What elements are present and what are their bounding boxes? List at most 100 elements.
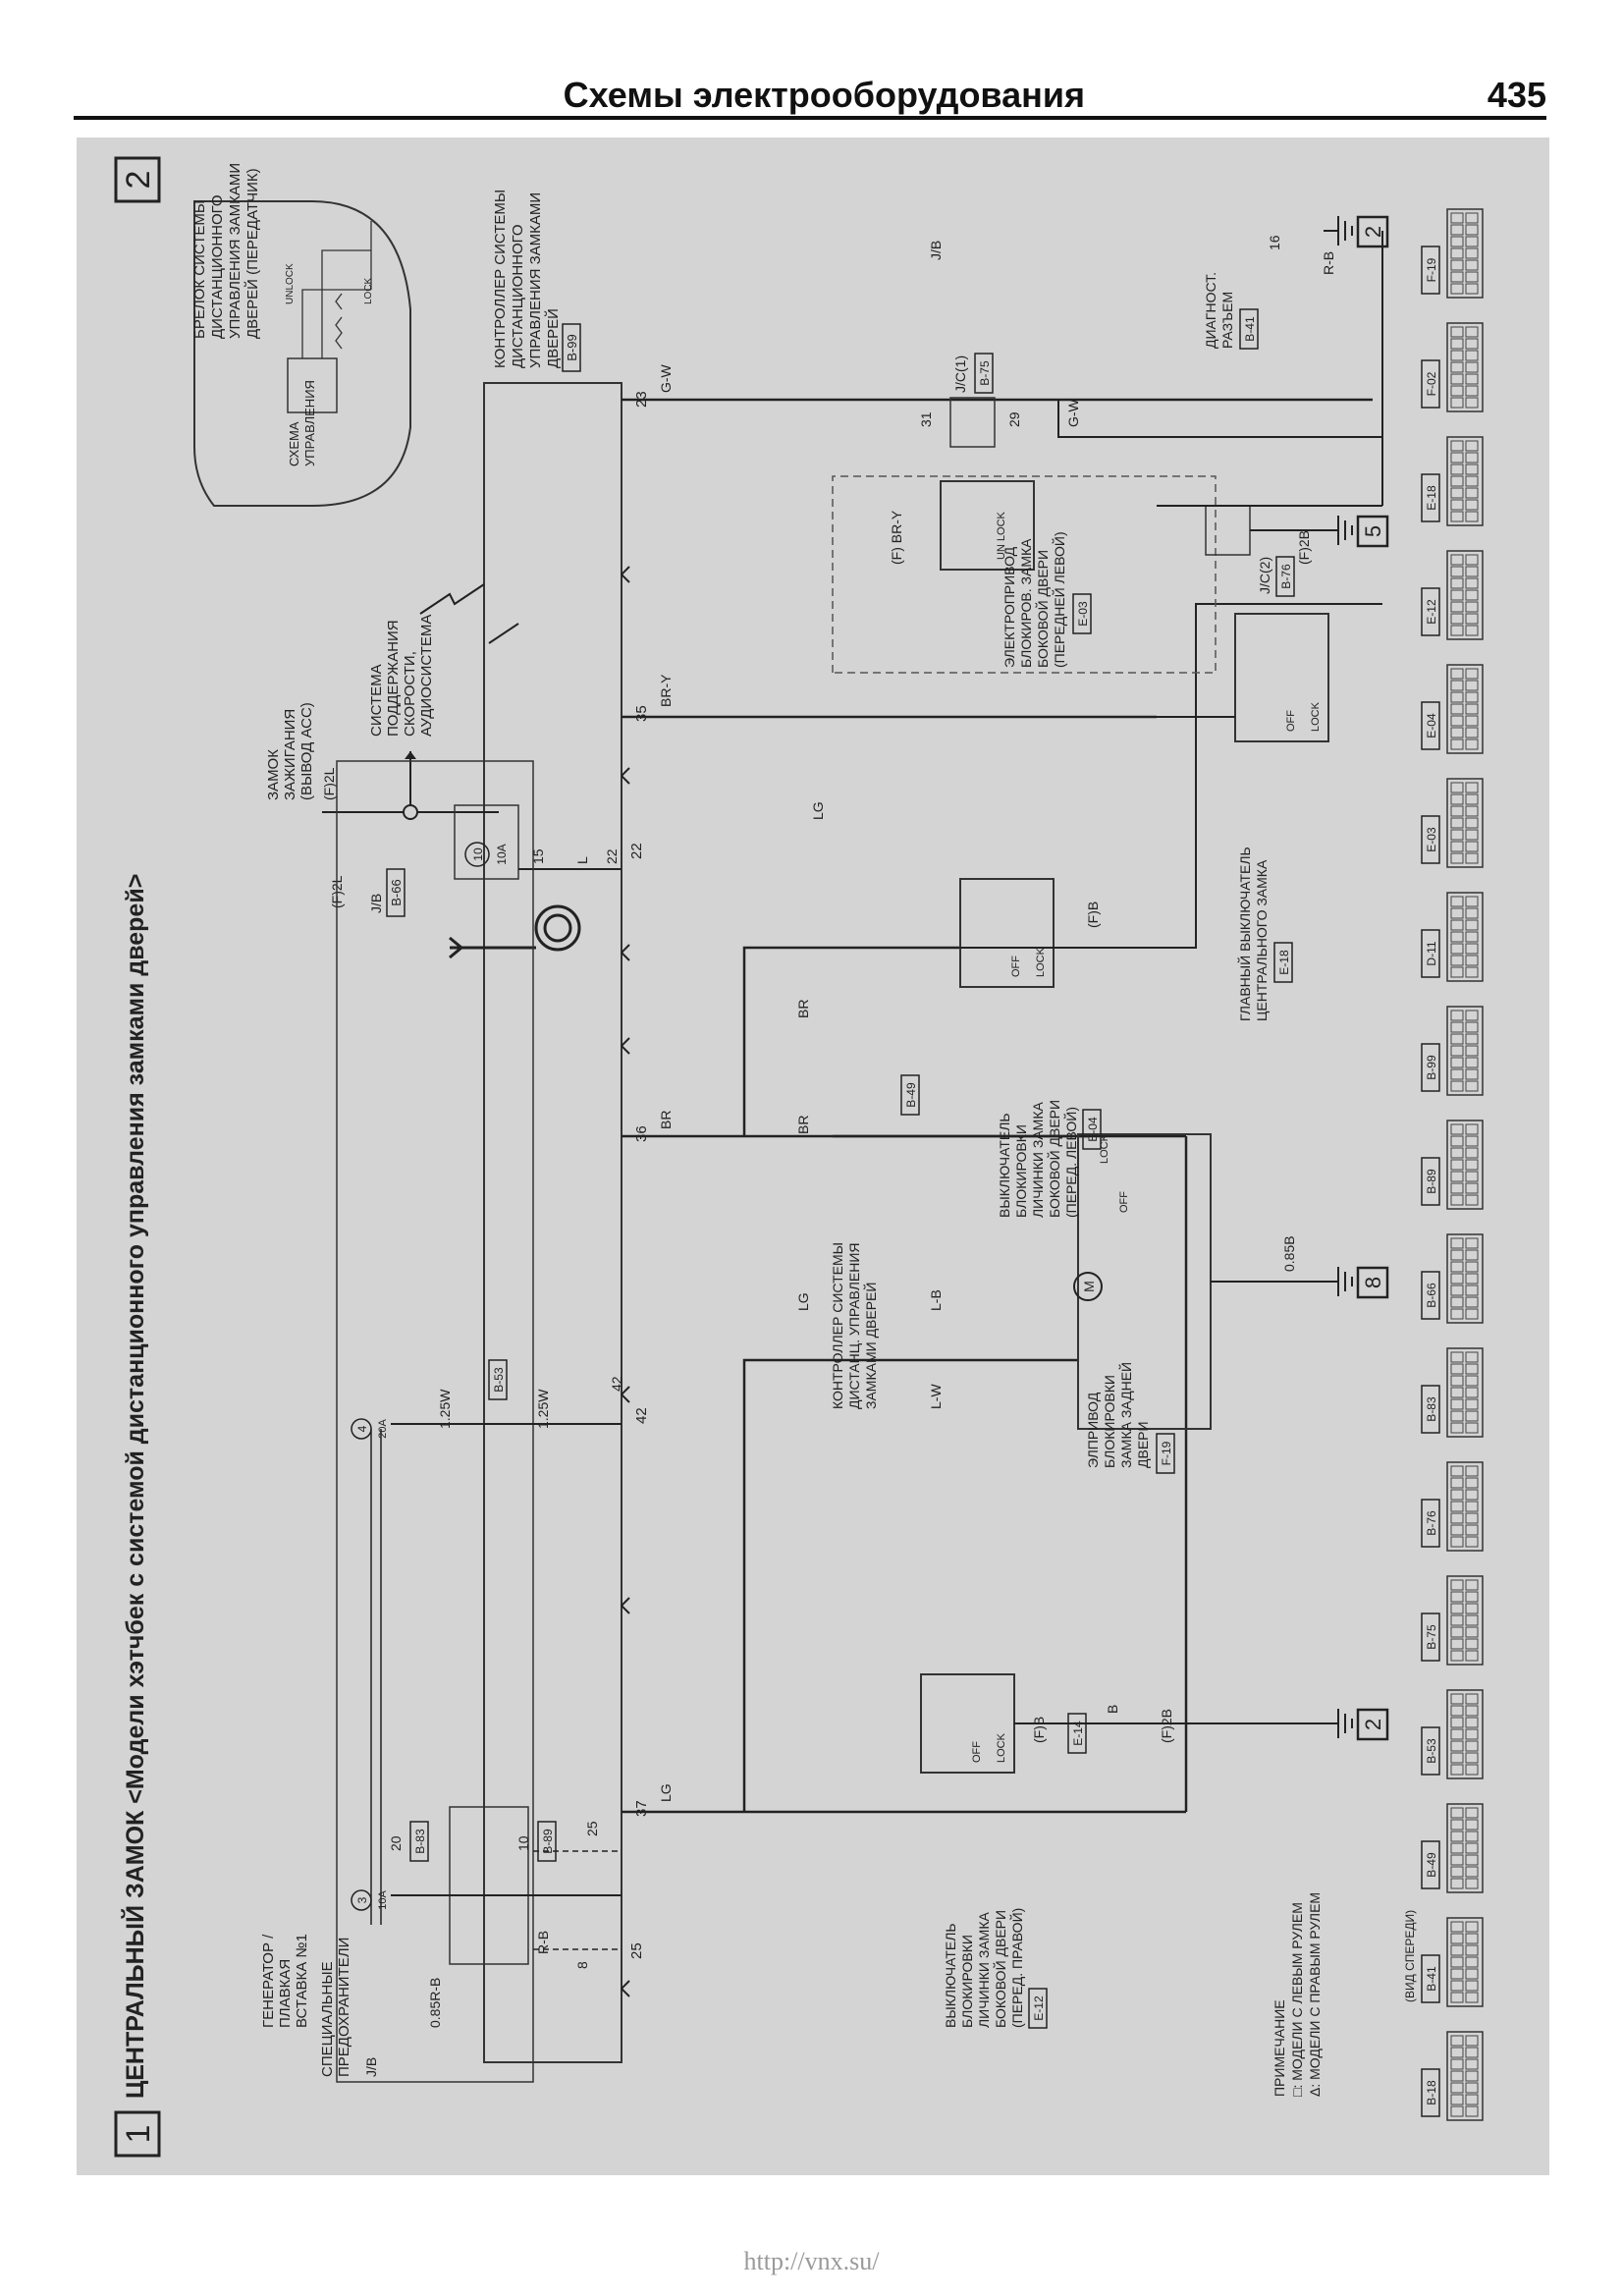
svg-text:БЛОКИРОВ. ЗАМКА: БЛОКИРОВ. ЗАМКА — [1018, 538, 1034, 668]
connector-code: B-76 — [1425, 1510, 1438, 1536]
svg-text:BR-Y: BR-Y — [658, 674, 674, 707]
wiring-diagram: 1 2 ЦЕНТРАЛЬНЫЙ ЗАМОК <Модели хэтчбек с … — [114, 156, 1484, 2158]
ecu-pin-labels: 37 42 36 35 23 22 25 — [628, 391, 650, 1959]
svg-text:J/B: J/B — [928, 241, 944, 260]
svg-text:20A: 20A — [377, 1419, 389, 1439]
svg-text:UNLOCK: UNLOCK — [285, 263, 296, 304]
ground-2-right: 2 — [1324, 215, 1389, 248]
svg-text:2: 2 — [120, 171, 157, 190]
ground-8: 8 0.85B — [1211, 1235, 1389, 1299]
svg-text:ЭЛЕКТРОПРИВОД: ЭЛЕКТРОПРИВОД — [1001, 546, 1017, 668]
svg-text:E-18: E-18 — [1277, 950, 1291, 975]
connector-face: B-66 — [1421, 1233, 1484, 1324]
svg-text:LOCK: LOCK — [996, 1732, 1007, 1763]
svg-text:(F)2L: (F)2L — [321, 767, 337, 800]
svg-text:8: 8 — [1361, 1277, 1385, 1288]
svg-text:ЗАМОК: ЗАМОК — [265, 749, 282, 800]
svg-text:B-76: B-76 — [1279, 564, 1293, 589]
svg-text:25: 25 — [584, 1821, 600, 1836]
connector-code: B-18 — [1425, 2080, 1438, 2105]
connector-face: B-18 — [1421, 2031, 1484, 2121]
svg-text:LOCK: LOCK — [1099, 1133, 1110, 1164]
svg-text:L: L — [574, 856, 590, 864]
svg-text:BR: BR — [795, 1116, 811, 1134]
wiring-diagram-sheet: 1 2 ЦЕНТРАЛЬНЫЙ ЗАМОК <Модели хэтчбек с … — [77, 137, 1549, 2175]
svg-text:(F)B: (F)B — [1085, 902, 1101, 928]
generator-block: ГЕНЕРАТОР / ПЛАВКАЯ ВСТАВКА №1 СПЕЦИАЛЬН… — [260, 760, 624, 2083]
svg-text:ДВЕРЕЙ (ПЕРЕДАТЧИК): ДВЕРЕЙ (ПЕРЕДАТЧИК) — [243, 168, 261, 339]
svg-text:B: B — [1105, 1705, 1120, 1714]
svg-text:(F)B: (F)B — [1031, 1717, 1047, 1743]
svg-text:УПРАВЛЕНИЯ ЗАМКАМИ: УПРАВЛЕНИЯ ЗАМКАМИ — [227, 163, 243, 339]
connector-face: B-41 — [1421, 1917, 1484, 2007]
svg-text:ДВЕРИ: ДВЕРИ — [1135, 1421, 1151, 1468]
svg-text:СХЕМА: СХЕМА — [287, 421, 301, 466]
connector-face: B-75 — [1421, 1575, 1484, 1666]
ecu2-label: КОНТРОЛЛЕР СИСТЕМЫ ДИСТАНЦ. УПРАВЛЕНИЯ З… — [830, 1242, 944, 1409]
svg-text:АУДИОСИСТЕМА: АУДИОСИСТЕМА — [418, 615, 435, 737]
header-rule — [74, 116, 1546, 120]
svg-text:LOCK: LOCK — [1035, 947, 1047, 977]
rotated-diagram: 1 2 ЦЕНТРАЛЬНЫЙ ЗАМОК <Модели хэтчбек с … — [114, 156, 1484, 2158]
connector-code: B-66 — [1425, 1283, 1438, 1308]
wire-labels: LG BR BR-Y G-W LG BR BR LG — [658, 363, 826, 1802]
connector-code: B-89 — [1425, 1169, 1438, 1194]
svg-text:R-B: R-B — [1321, 251, 1336, 275]
svg-text:8: 8 — [574, 1961, 590, 1969]
connector-face: E-18 — [1421, 436, 1484, 526]
svg-text:ВСТАВКА №1: ВСТАВКА №1 — [294, 1934, 310, 2028]
svg-text:OFF: OFF — [1010, 956, 1022, 977]
svg-text:0.85R-B: 0.85R-B — [427, 1978, 443, 2028]
front-left-actuator: UN LOCK ЭЛЕКТРОПРИВОД БЛОКИРОВ. ЗАМКА БО… — [832, 475, 1217, 674]
svg-text:ДИСТАНЦ. УПРАВЛЕНИЯ: ДИСТАНЦ. УПРАВЛЕНИЯ — [846, 1242, 862, 1409]
svg-text:СКОРОСТИ,: СКОРОСТИ, — [402, 651, 418, 737]
svg-text:35: 35 — [633, 705, 650, 722]
svg-text:LOCK: LOCK — [1310, 701, 1322, 732]
svg-text:1.25W: 1.25W — [437, 1389, 453, 1429]
connector-code: E-12 — [1425, 599, 1438, 625]
svg-text:B-53: B-53 — [492, 1367, 506, 1393]
svg-text:L-B: L-B — [928, 1289, 944, 1311]
svg-text:РАЗЪЕМ: РАЗЪЕМ — [1219, 292, 1235, 349]
connector-code: B-41 — [1425, 1966, 1438, 1992]
svg-text:29: 29 — [1006, 411, 1022, 427]
svg-text:(F) BR-Y: (F) BR-Y — [889, 510, 904, 565]
svg-text:ВЫКЛЮЧАТЕЛЬ: ВЫКЛЮЧАТЕЛЬ — [997, 1113, 1012, 1218]
svg-text:Δ: МОДЕЛИ С ПРАВЫМ РУЛЕМ: Δ: МОДЕЛИ С ПРАВЫМ РУЛЕМ — [1307, 1892, 1323, 2097]
note-block: ПРИМЕЧАНИЕ □: МОДЕЛИ С ЛЕВЫМ РУЛЕМ Δ: МО… — [1271, 1892, 1323, 2097]
svg-text:ПРИМЕЧАНИЕ: ПРИМЕЧАНИЕ — [1271, 1999, 1287, 2097]
connector-face: B-89 — [1421, 1120, 1484, 1210]
connector-face: E-12 — [1421, 550, 1484, 640]
svg-text:КОНТРОЛЛЕР СИСТЕМЫ: КОНТРОЛЛЕР СИСТЕМЫ — [830, 1242, 845, 1409]
svg-text:ЛИЧИНКИ ЗАМКА: ЛИЧИНКИ ЗАМКА — [1030, 1102, 1046, 1218]
svg-text:ПРЕДОХРАНИТЕЛИ: ПРЕДОХРАНИТЕЛИ — [336, 1938, 352, 2077]
svg-text:M: M — [1081, 1281, 1097, 1292]
main-switch: OFF LOCK ГЛАВНЫЙ ВЫКЛЮЧАТЕЛЬ ЦЕНТРАЛЬНОГ… — [960, 603, 1382, 1021]
svg-text:20: 20 — [388, 1835, 404, 1851]
svg-text:3: 3 — [355, 1896, 369, 1903]
ecu-antenna-icon — [449, 904, 581, 959]
svg-text:16: 16 — [1267, 235, 1282, 250]
fob-outline — [193, 200, 411, 507]
connector-face: E-03 — [1421, 778, 1484, 868]
fob-circuit: СХЕМА УПРАВЛЕНИЯ UNLOCK LOCK — [285, 221, 374, 466]
rear-actuator: M ЭЛПРИВОД БЛОКИРОВКИ ЗАМКА ЗАДНЕЙ ДВЕРИ… — [1073, 1133, 1212, 1474]
diagram-title: ЦЕНТРАЛЬНЫЙ ЗАМОК <Модели хэтчбек с сист… — [120, 874, 149, 2099]
connector-face: E-04 — [1421, 664, 1484, 754]
svg-text:10A: 10A — [377, 1890, 389, 1910]
svg-text:ДИСТАНЦИОННОГО: ДИСТАНЦИОННОГО — [510, 224, 526, 368]
ground-2-left: 2 — [1324, 1708, 1389, 1741]
svg-text:LG: LG — [658, 1783, 674, 1802]
svg-text:БОКОВОЙ ДВЕРИ: БОКОВОЙ ДВЕРИ — [1046, 1100, 1062, 1218]
connector-face: F-02 — [1421, 322, 1484, 412]
connector-code: D-11 — [1425, 941, 1438, 965]
svg-text:ДИАГНОСТ.: ДИАГНОСТ. — [1203, 272, 1218, 349]
svg-text:36: 36 — [633, 1125, 650, 1142]
footer-url: http://vnx.su/ — [743, 2247, 880, 2275]
svg-text:UN LOCK: UN LOCK — [996, 511, 1007, 560]
svg-text:ЗАЖИГАНИЯ: ЗАЖИГАНИЯ — [282, 709, 298, 800]
svg-text:BR: BR — [795, 1000, 811, 1018]
svg-text:БЛОКИРОВКИ: БЛОКИРОВКИ — [959, 1935, 975, 2028]
connector-code: B-53 — [1425, 1738, 1438, 1764]
svg-text:37: 37 — [633, 1800, 650, 1817]
